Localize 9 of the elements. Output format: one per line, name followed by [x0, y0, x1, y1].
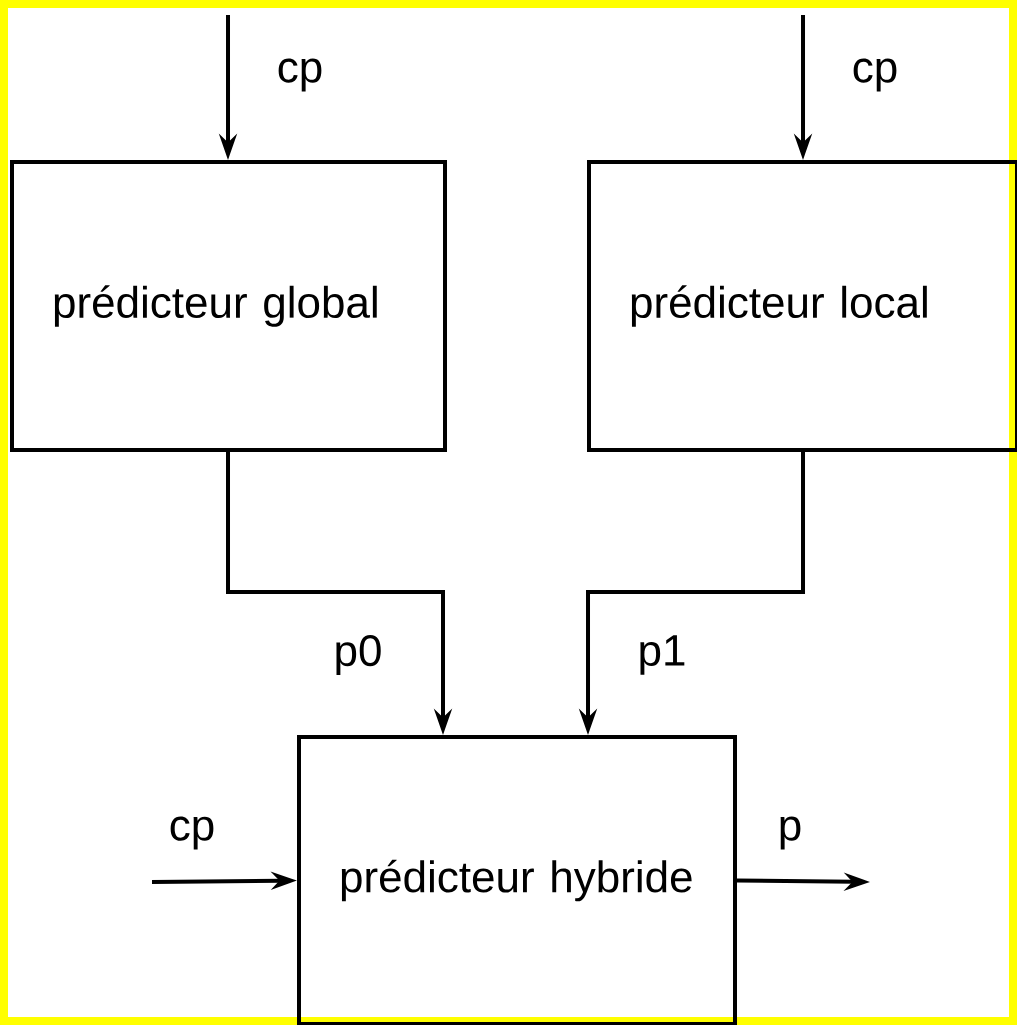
edge-label: p1	[635, 633, 689, 677]
edge-label: p	[775, 814, 805, 852]
edge-label: cp	[166, 814, 218, 852]
edge-label: p0	[331, 633, 385, 677]
edge-label: cp	[274, 56, 326, 94]
edge-label: cp	[849, 56, 901, 94]
process-box: prédicteur global	[10, 160, 447, 452]
process-box: prédicteur local	[587, 160, 1017, 452]
process-box: prédicteur hybride	[297, 735, 737, 1025]
